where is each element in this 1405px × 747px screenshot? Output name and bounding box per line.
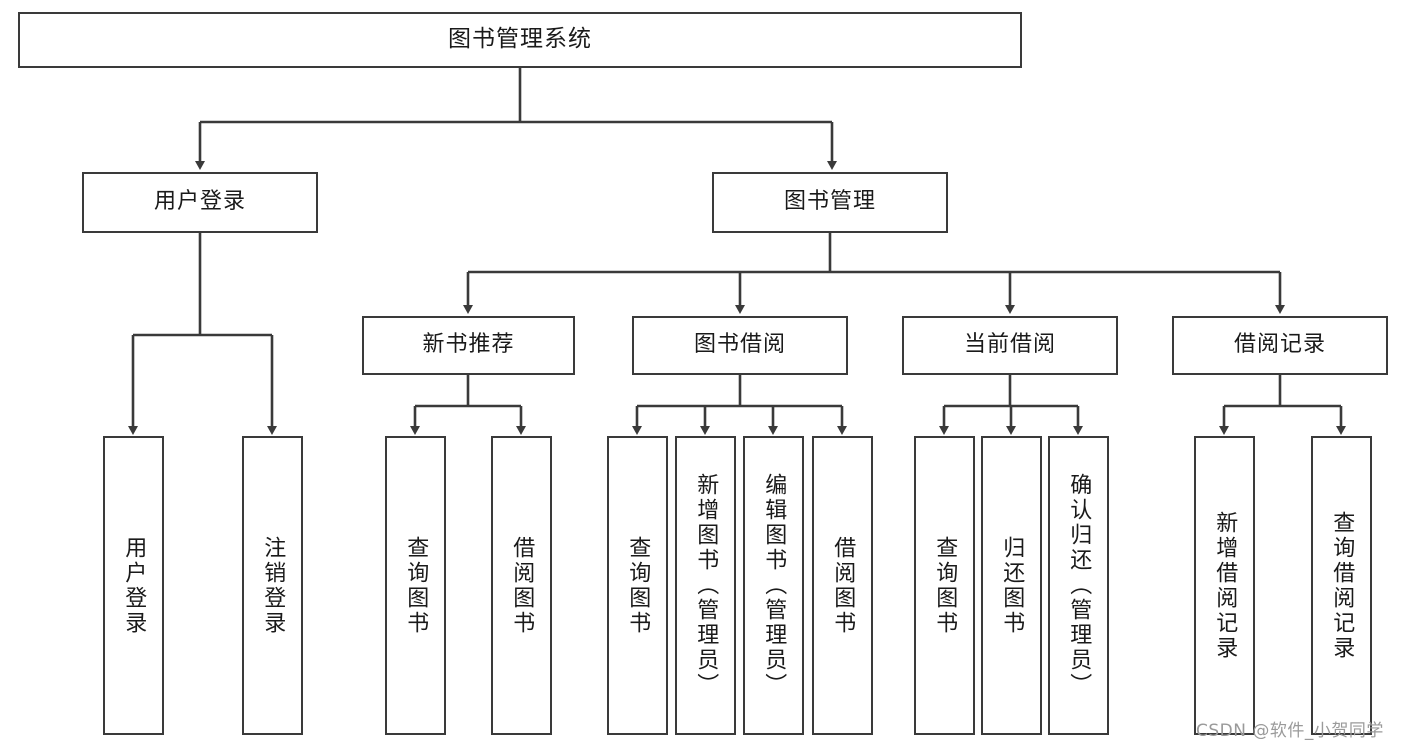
- node-new-book-recommend[interactable]: 新书推荐: [362, 316, 575, 375]
- leaf-user-logout[interactable]: 注销登录: [242, 436, 303, 735]
- node-borrow-record[interactable]: 借阅记录: [1172, 316, 1388, 375]
- leaf-record-query-record[interactable]: 查询借阅记录: [1311, 436, 1372, 735]
- leaf-current-return-book[interactable]: 归还图书: [981, 436, 1042, 735]
- leaf-current-confirm-return-admin[interactable]: 确认归还（管理员）: [1048, 436, 1109, 735]
- leaf-borrow-borrow-book[interactable]: 借阅图书: [812, 436, 873, 735]
- node-book-borrow[interactable]: 图书借阅: [632, 316, 848, 375]
- node-current-borrow[interactable]: 当前借阅: [902, 316, 1118, 375]
- leaf-borrow-add-book-admin[interactable]: 新增图书（管理员）: [675, 436, 736, 735]
- csdn-watermark: CSDN @软件_小贺同学: [1196, 721, 1384, 741]
- node-user-login[interactable]: 用户登录: [82, 172, 318, 233]
- leaf-borrow-edit-book-admin[interactable]: 编辑图书（管理员）: [743, 436, 804, 735]
- node-root-system[interactable]: 图书管理系统: [18, 12, 1022, 68]
- node-book-management[interactable]: 图书管理: [712, 172, 948, 233]
- leaf-borrow-query-book[interactable]: 查询图书: [607, 436, 668, 735]
- leaf-user-login[interactable]: 用户登录: [103, 436, 164, 735]
- leaf-recommend-query-book[interactable]: 查询图书: [385, 436, 446, 735]
- leaf-recommend-borrow-book[interactable]: 借阅图书: [491, 436, 552, 735]
- leaf-current-query-book[interactable]: 查询图书: [914, 436, 975, 735]
- leaf-record-add-record[interactable]: 新增借阅记录: [1194, 436, 1255, 735]
